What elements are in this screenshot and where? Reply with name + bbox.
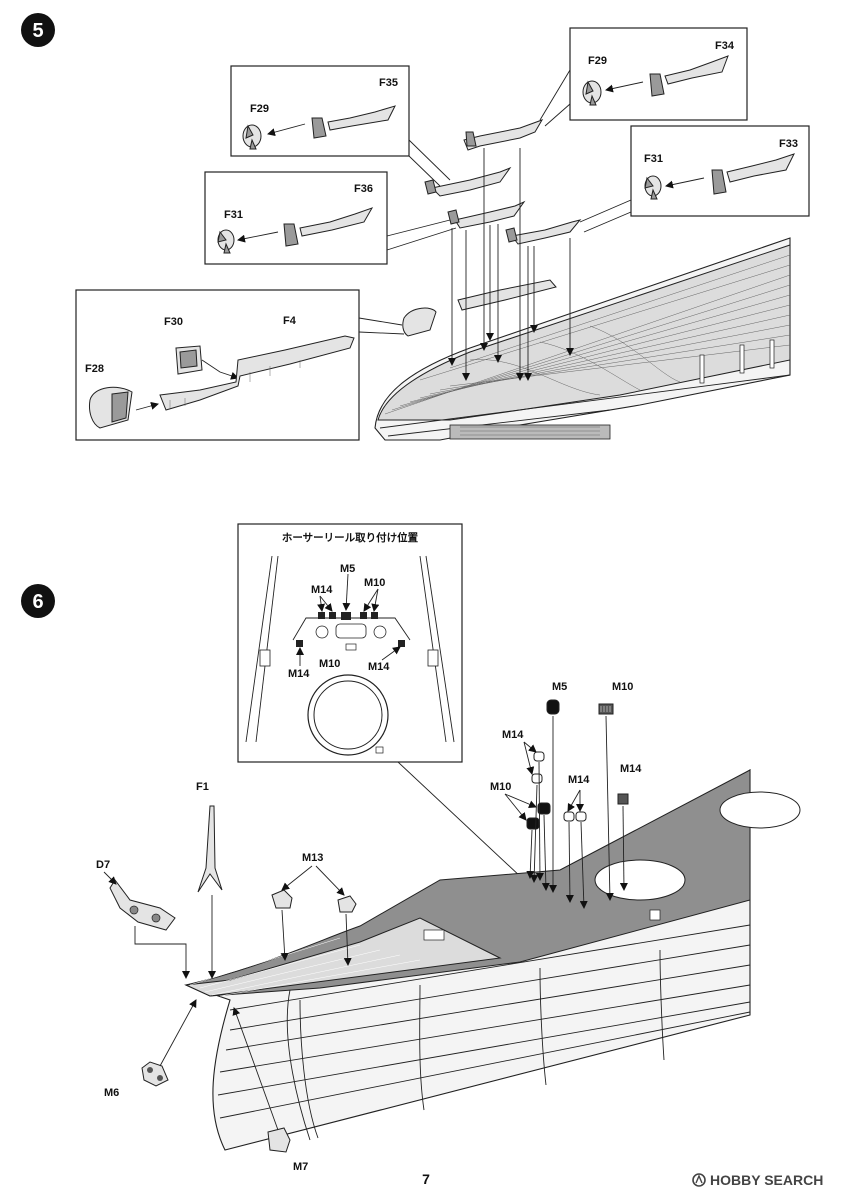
bow-hull-top [374,237,791,441]
step-6-badge [21,584,55,618]
part-m13-b [337,895,357,913]
step-6-number: 6 [32,591,43,613]
label-d7: D7 [96,859,110,871]
step-6: 6 ホーサーリール取り付け位置 M5 [21,523,801,1173]
label-f35: F35 [379,77,398,89]
step5-leader-lines [448,148,574,381]
label-f1: F1 [196,781,209,793]
label-f28: F28 [85,363,104,375]
part-m10-b2 [526,817,540,830]
inset-f33: F33 F31 [579,125,810,233]
watermark-text: HOBBY SEARCH [710,1172,823,1188]
propeller-f29-b [582,80,602,106]
label-f29-a: F29 [250,103,269,115]
label-f4: F4 [283,315,297,327]
part-f30 [175,345,203,375]
label-m14-c: M14 [620,763,642,775]
bow-hull-bottom [184,768,801,1151]
step6-floating-parts [109,699,629,1153]
inset-label-m14-c: M14 [368,661,390,673]
part-m7 [267,1127,291,1153]
label-m14-b: M14 [568,774,590,786]
part-m13-a [271,889,293,909]
propeller-f31-b [644,175,662,200]
label-m10-top: M10 [612,681,633,693]
watermark-logo-icon [692,1173,706,1187]
propeller-f29-a [242,124,262,150]
part-m14-b2 [575,811,587,822]
label-m6: M6 [104,1087,119,1099]
step6-leader-lines [103,715,628,1131]
inset-f4: F30 F4 F28 [75,289,405,441]
page-number: 7 [422,1171,430,1187]
inset-title: ホーサーリール取り付け位置 [282,531,419,544]
hobbysearch-watermark: HOBBY SEARCH [692,1172,823,1188]
part-f1 [197,805,223,893]
inset-f35: F35 F29 [230,65,451,187]
label-m7: M7 [293,1161,308,1173]
inset-f34: F34 F29 [539,27,748,127]
label-m13: M13 [302,852,323,864]
inset-f36: F36 F31 [204,171,457,265]
part-m14-b1 [563,811,575,822]
step-5-badge [21,13,55,47]
step-5-number: 5 [32,20,43,42]
part-m10-top [598,703,614,715]
label-f33: F33 [779,138,798,150]
part-m14-c [617,793,629,805]
label-m14-a: M14 [502,729,524,741]
inset-label-m10-a: M10 [364,577,385,589]
label-f29-b: F29 [588,55,607,67]
part-f4 [159,335,355,411]
label-f30: F30 [164,316,183,328]
part-m5 [546,699,560,715]
part-d7 [109,879,176,931]
part-m14-a2 [531,773,543,784]
step-5: 5 [21,13,810,441]
label-m5: M5 [552,681,567,693]
part-f28 [89,386,133,429]
inset-label-m14-b: M14 [288,668,310,680]
inset-hawser-reel-location: ホーサーリール取り付け位置 M5 M14 M10 M10 [237,523,523,879]
inset-label-m10-b: M10 [319,658,340,670]
deck-planking [384,254,791,415]
part-m14-a1 [533,751,545,762]
label-f36: F36 [354,183,373,195]
part-m6 [141,1061,169,1087]
label-f31-a: F31 [224,209,243,221]
propeller-f31-a [217,229,235,254]
inset-label-m5: M5 [340,563,355,575]
step5-parts-above-deck [402,119,582,337]
label-m10-b: M10 [490,781,511,793]
part-m10-b1 [537,802,551,815]
label-f34: F34 [715,40,735,52]
label-f31-b: F31 [644,153,663,165]
inset-label-m14-a: M14 [311,584,333,596]
